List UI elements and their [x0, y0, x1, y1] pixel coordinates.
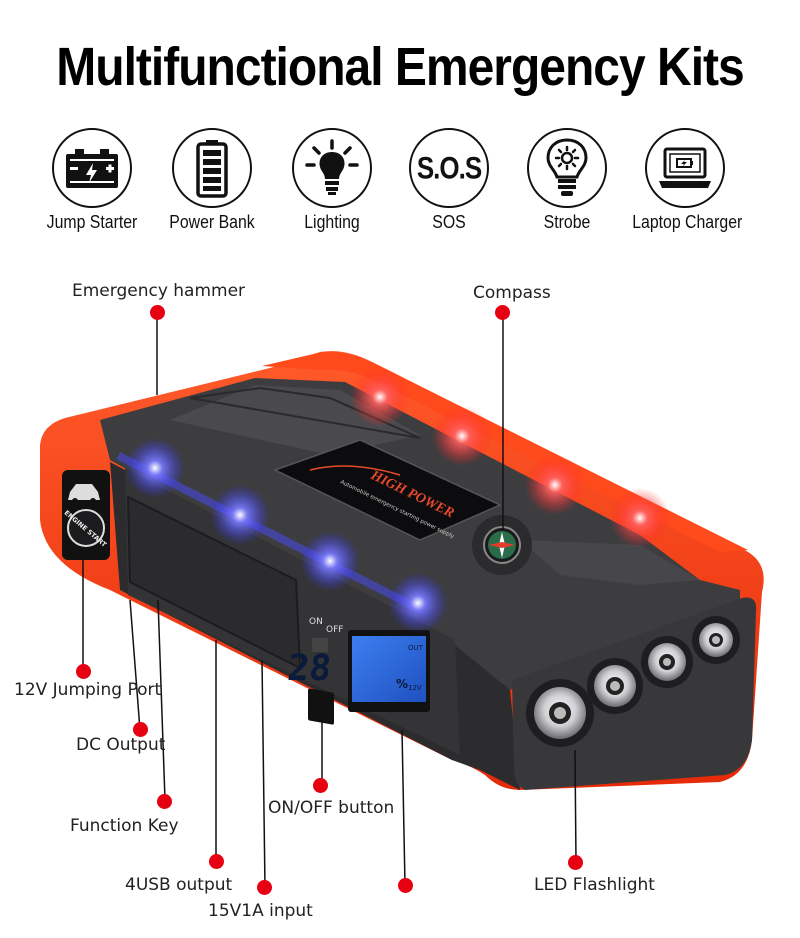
- on-off-switch[interactable]: [308, 688, 334, 725]
- callout-dot: [150, 305, 165, 320]
- feature-label: Strobe: [543, 212, 591, 232]
- feature-laptop-charger: Laptop Charger: [625, 128, 745, 233]
- callout-usb-output: 4USB output: [125, 875, 233, 895]
- callout-dot: [568, 855, 583, 870]
- callout-dot: [398, 878, 413, 893]
- car-icon: [68, 484, 100, 504]
- leader-lines: [82, 312, 577, 889]
- callout-emergency-hammer: Emergency hammer: [72, 281, 246, 301]
- callout-on-off-button: ON/OFF button: [268, 798, 395, 818]
- battery-jump-icon: [52, 128, 132, 208]
- callout-dot: [313, 778, 328, 793]
- bulb-icon: [292, 128, 372, 208]
- top-facet-ridge: [189, 386, 421, 439]
- power-bank-icon: [172, 128, 252, 208]
- laptop-icon: [645, 128, 725, 208]
- lcd-display: 28 OUT % 12V: [286, 630, 430, 712]
- callout-input: 15V1A input: [208, 901, 313, 921]
- lcd-voltage: 12V: [408, 684, 422, 692]
- sos-icon-text: S.O.S: [416, 149, 482, 186]
- feature-power-bank: Power Bank: [152, 128, 272, 233]
- switch-off-label: OFF: [326, 625, 343, 635]
- callout-led-flashlight: LED Flashlight: [534, 875, 655, 895]
- feature-label: Lighting: [304, 212, 360, 232]
- callout-dot: [157, 794, 172, 809]
- blue-glow-leds: [116, 438, 448, 633]
- port-cover: [126, 495, 302, 670]
- sos-icon: S.O.S: [409, 128, 489, 208]
- callout-compass: Compass: [473, 283, 551, 303]
- lcd-unit: %: [396, 677, 408, 691]
- engine-start-button: [67, 509, 105, 547]
- feature-lighting: Lighting: [272, 128, 392, 233]
- led-flashlight-lenses: [526, 616, 740, 747]
- callout-dot: [209, 854, 224, 869]
- callout-dot: [76, 664, 91, 679]
- brand-panel: [273, 439, 502, 541]
- lcd-out: OUT: [408, 644, 424, 652]
- callout-jumping-port: 12V Jumping Port: [14, 680, 162, 700]
- callout-function-key: Function Key: [70, 816, 179, 836]
- callout-dot: [133, 722, 148, 737]
- feature-label: Power Bank: [169, 212, 255, 232]
- red-glow-leds: [350, 367, 670, 548]
- feature-label: Jump Starter: [46, 212, 138, 232]
- lcd-value: 28: [286, 647, 334, 689]
- callout-dc-output: DC Output: [76, 735, 166, 755]
- feature-strobe: Strobe: [507, 128, 627, 233]
- switch-on-label: ON: [309, 617, 323, 627]
- strobe-bulb-icon: [527, 128, 607, 208]
- callout-dot: [257, 880, 272, 895]
- compass-icon: [472, 515, 532, 575]
- feature-label: Laptop Charger: [632, 212, 743, 232]
- feature-sos: S.O.S SOS: [389, 128, 509, 233]
- feature-jump-starter: Jump Starter: [32, 128, 152, 233]
- callout-dot: [495, 305, 510, 320]
- page-title: Multifunctional Emergency Kits: [56, 37, 744, 98]
- feature-label: SOS: [432, 212, 466, 232]
- right-facet: [520, 540, 700, 585]
